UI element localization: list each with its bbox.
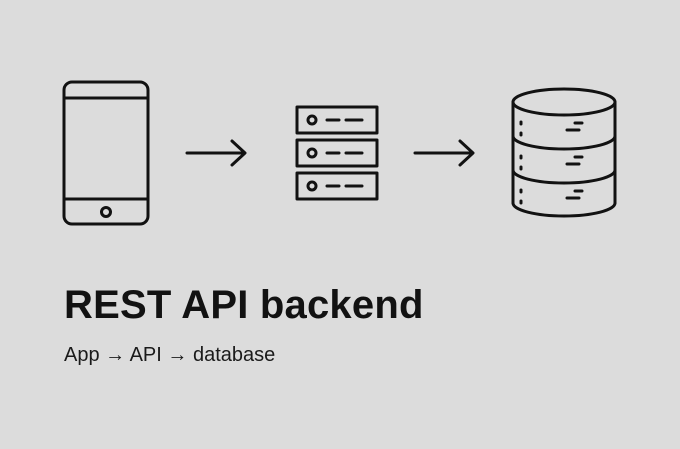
- architecture-diagram: [62, 80, 617, 226]
- server-rack-icon: [295, 105, 379, 201]
- page-subtitle: App → API → database: [64, 344, 276, 366]
- mobile-phone-icon: [62, 80, 150, 226]
- arrow-right-icon: [185, 139, 247, 167]
- page-title: REST API backend: [64, 283, 424, 327]
- arrow-right-icon: [413, 139, 475, 167]
- database-icon: [511, 87, 617, 218]
